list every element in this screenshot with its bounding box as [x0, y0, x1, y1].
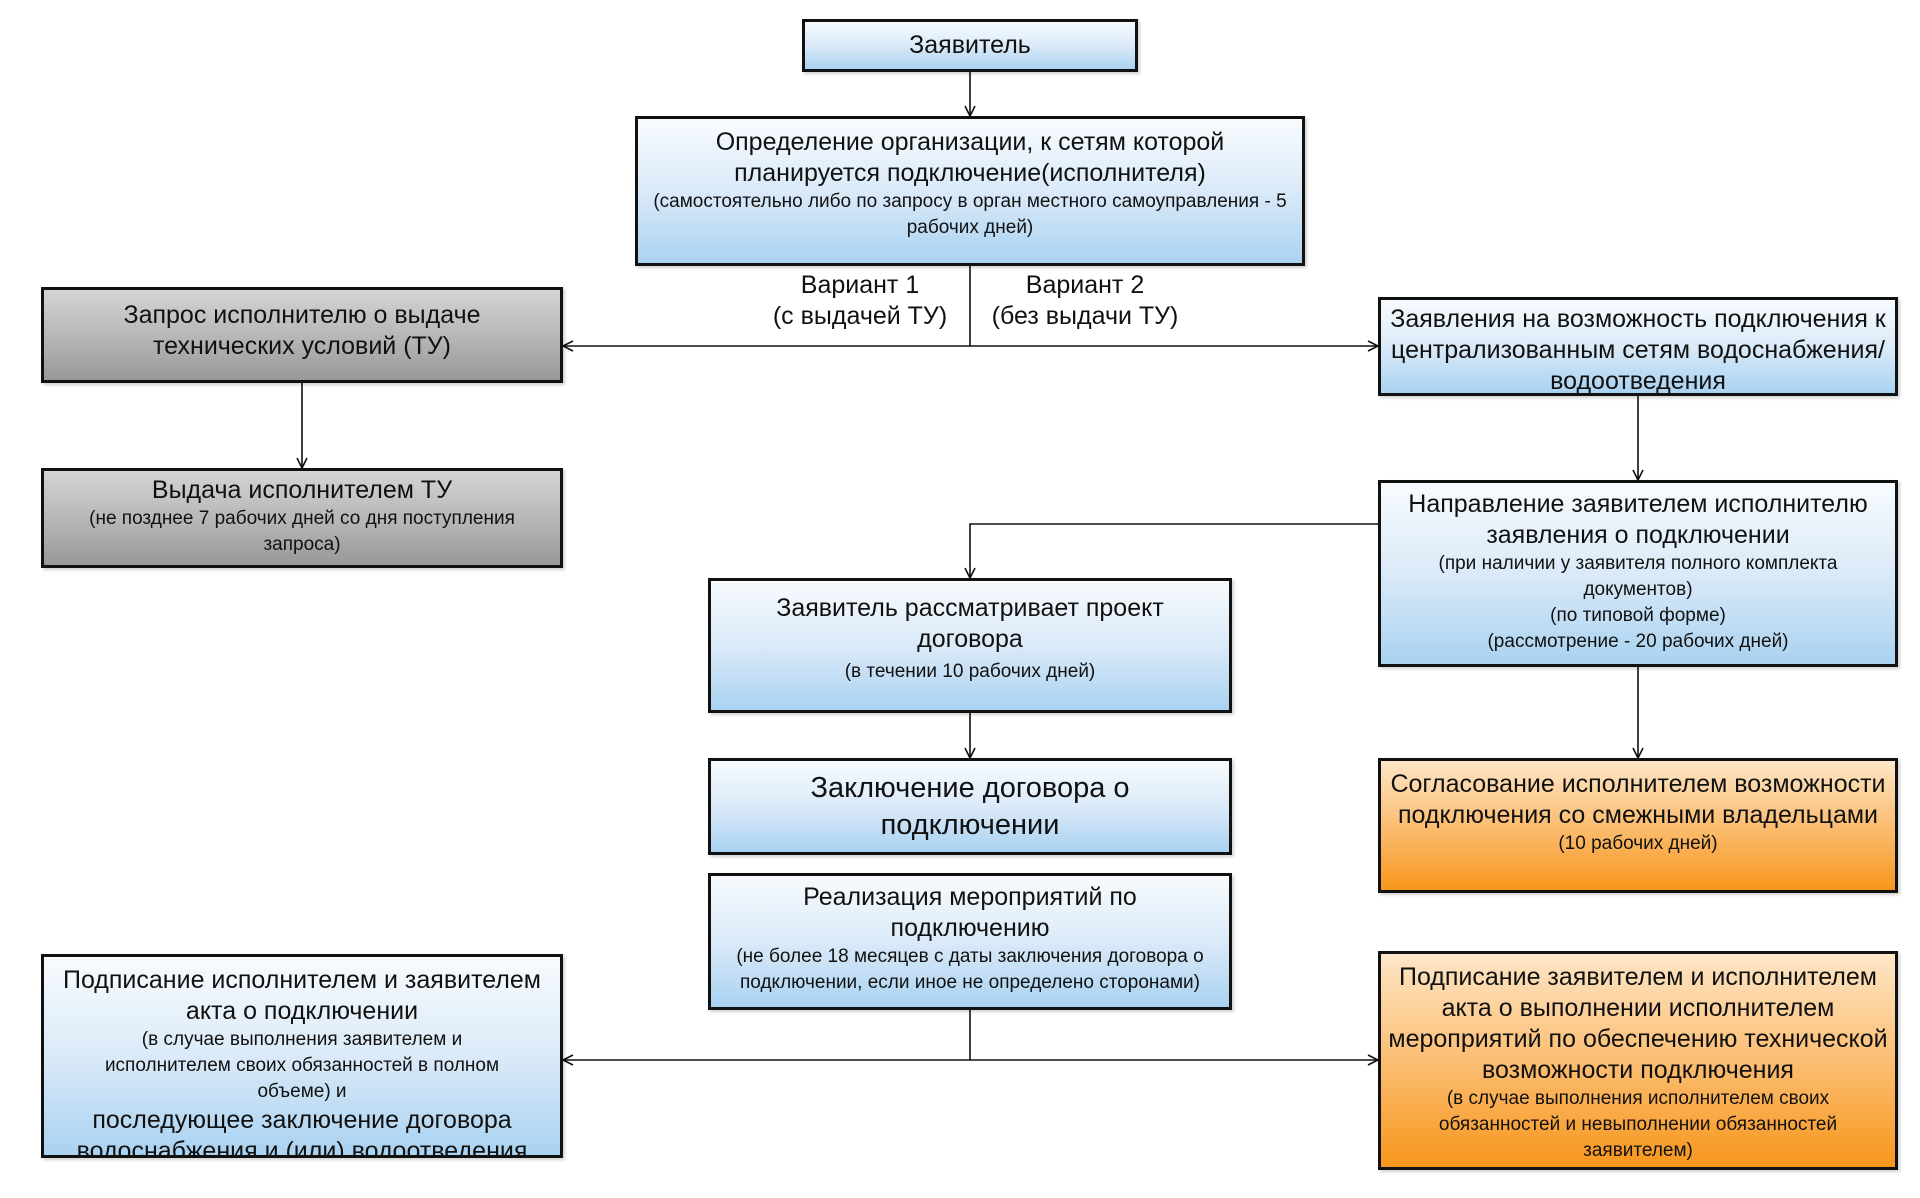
determine-org-title: Определение организации, к сетям которой… [715, 128, 1225, 187]
application-send-note1: (при наличии у заявителя полного комплек… [1438, 553, 1838, 600]
variant2-line1: Вариант 2 [1025, 271, 1145, 299]
tu-request-title: Запрос исполнителю о выдаче технических … [123, 301, 481, 360]
conclude-contract-box: Заключение договора о подключении [708, 758, 1232, 855]
variant2-line2: (без выдачи ТУ) [991, 302, 1179, 330]
sign-act-right-title: Подписание заявителем и исполнителем акт… [1388, 963, 1888, 1084]
sign-act-left-note: (в случае выполнения заявителем и исполн… [104, 1029, 500, 1102]
application-send-note3: (рассмотрение - 20 рабочих дней) [1487, 631, 1789, 652]
application-possibility-box: Заявления на возможность подключения к ц… [1378, 297, 1898, 396]
tu-request-box: Запрос исполнителю о выдаче технических … [41, 287, 563, 383]
sign-act-left-title2: последующее заключение договора водоснаб… [76, 1106, 528, 1158]
conclude-contract-title: Заключение договора о подключении [810, 771, 1130, 841]
variant1-line1: Вариант 1 [800, 271, 920, 299]
sign-act-right-note: (в случае выполнения исполнителем своих … [1438, 1088, 1838, 1161]
tu-issue-box: Выдача исполнителем ТУ (не позднее 7 раб… [41, 468, 563, 568]
application-send-box: Направление заявителем исполнителю заявл… [1378, 480, 1898, 667]
applicant-title: Заявитель [909, 31, 1031, 59]
agreement-owners-title: Согласование исполнителем возможности по… [1390, 770, 1886, 829]
review-contract-box: Заявитель рассматривает проект договора … [708, 578, 1232, 713]
sign-act-right-box: Подписание заявителем и исполнителем акт… [1378, 951, 1898, 1170]
implementation-title: Реализация мероприятий по подключению [803, 883, 1137, 942]
application-send-title: Направление заявителем исполнителю заявл… [1408, 490, 1868, 549]
applicant-box: Заявитель [802, 19, 1138, 72]
determine-org-box: Определение организации, к сетям которой… [635, 116, 1305, 266]
implementation-box: Реализация мероприятий по подключению (н… [708, 873, 1232, 1010]
application-send-note2: (по типовой форме) [1550, 605, 1726, 626]
agreement-owners-box: Согласование исполнителем возможности по… [1378, 758, 1898, 893]
sign-act-left-title: Подписание исполнителем и заявителем акт… [62, 966, 541, 1025]
implementation-note: (не более 18 месяцев с даты заключения д… [736, 946, 1204, 993]
determine-org-note: (самостоятельно либо по запросу в орган … [653, 191, 1287, 238]
arrow-send-to-review [970, 523, 1378, 578]
variant1-line2: (с выдачей ТУ) [772, 302, 948, 330]
tu-issue-note: (не позднее 7 рабочих дней со дня поступ… [89, 508, 515, 555]
review-contract-title: Заявитель рассматривает проект договора [776, 594, 1164, 653]
review-contract-note: (в течении 10 рабочих дней) [844, 661, 1096, 682]
sign-act-left-box: Подписание исполнителем и заявителем акт… [41, 954, 563, 1158]
tu-issue-title: Выдача исполнителем ТУ [151, 476, 453, 504]
variant1-label: Вариант 1 (с выдачей ТУ) [758, 270, 962, 332]
variant2-label: Вариант 2 (без выдачи ТУ) [978, 270, 1192, 332]
application-possibility-title: Заявления на возможность подключения к ц… [1390, 305, 1886, 395]
agreement-owners-note: (10 рабочих дней) [1558, 833, 1718, 854]
